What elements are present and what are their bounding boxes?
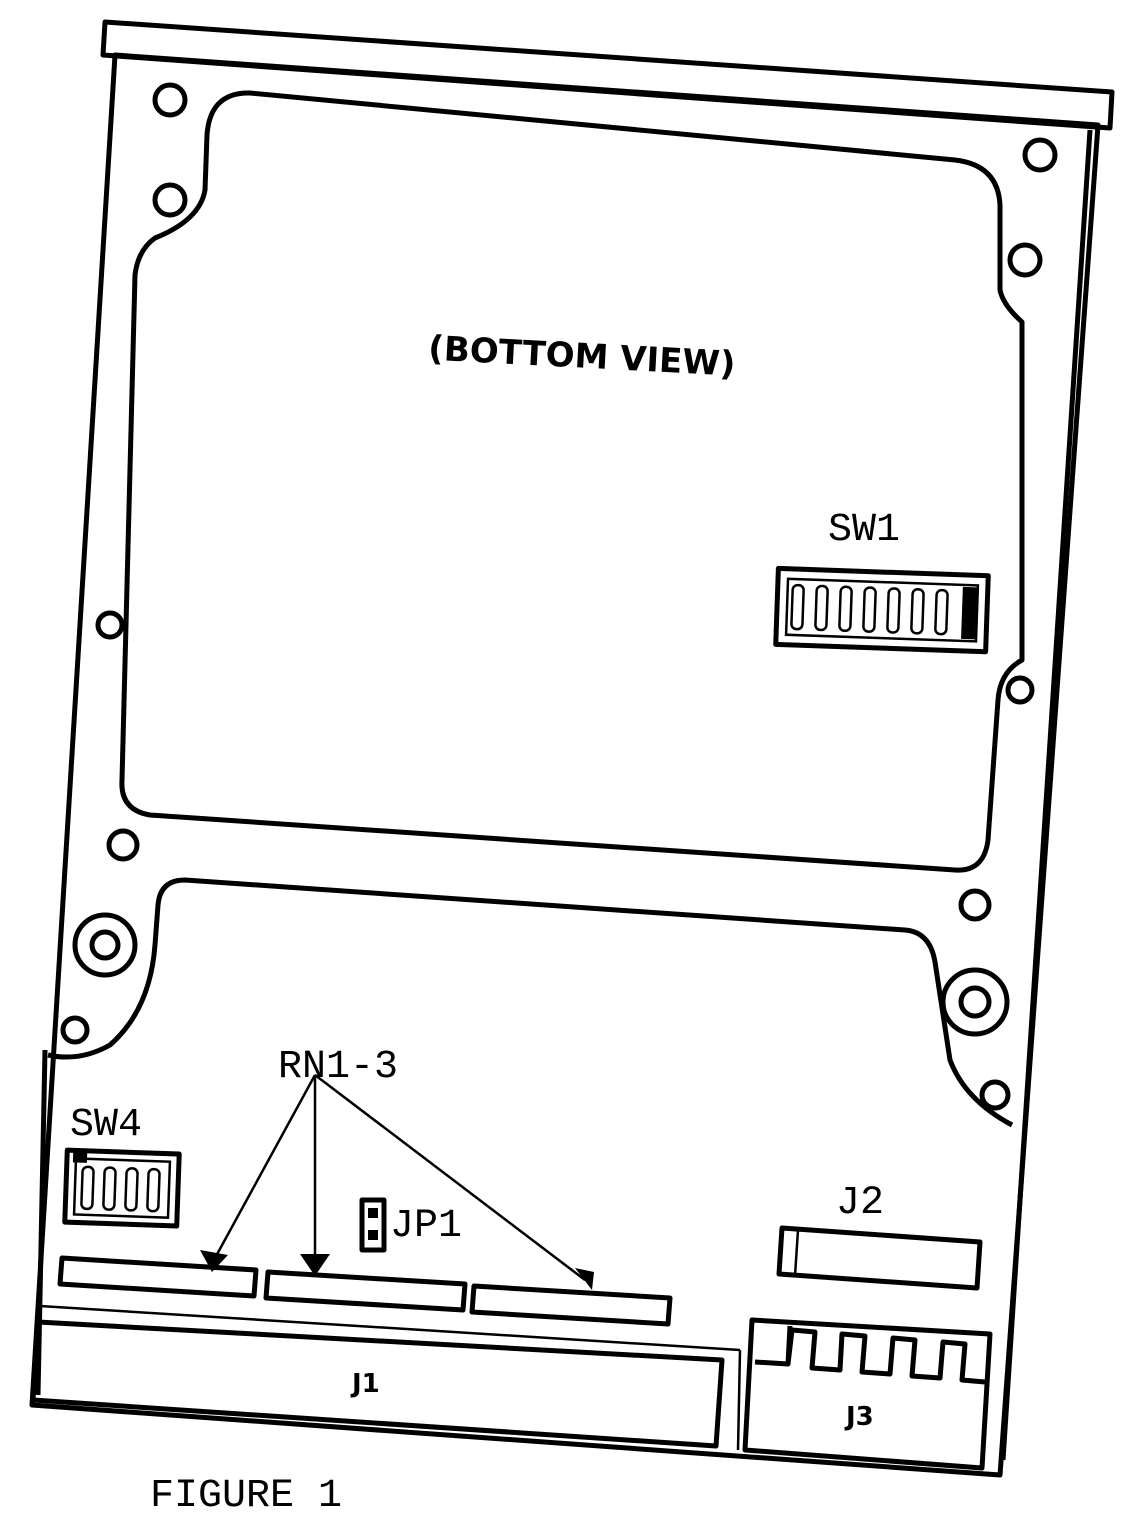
- rn3-resistor-network: [469, 1283, 673, 1327]
- switch-slot: [910, 588, 925, 635]
- switch-slot: [790, 583, 805, 631]
- top-edge-bar: [100, 19, 1115, 131]
- switch-slot: [886, 587, 901, 634]
- figure-caption: FIGURE 1: [150, 1474, 342, 1519]
- rn-label: RN1-3: [278, 1045, 398, 1090]
- j2-label: J2: [836, 1181, 884, 1226]
- j3-connector: [742, 1317, 993, 1471]
- board-right-inner-edge: [1000, 129, 1093, 1461]
- switch-slot: [838, 585, 853, 633]
- j1-label: J1: [350, 1369, 380, 1399]
- mounting-holes: [60, 82, 1058, 1111]
- sw4-label: SW4: [70, 1103, 142, 1148]
- rn2-resistor-network: [263, 1269, 468, 1313]
- switch-slot: [146, 1167, 161, 1213]
- board-outline: [29, 52, 1101, 1478]
- sw4-dip-switch: [62, 1147, 182, 1229]
- rn1-resistor-network: [57, 1255, 259, 1299]
- jp1-jumper: [359, 1197, 387, 1253]
- upper-frame-cutout: [119, 90, 1025, 873]
- sw1-label: SW1: [828, 508, 900, 553]
- lower-frame-cutout: [47, 877, 1014, 1128]
- switch-slot: [814, 584, 829, 632]
- jp1-label: JP1: [390, 1204, 462, 1249]
- switch-slot: [934, 588, 949, 636]
- switch-slot: [80, 1165, 95, 1211]
- j3-label: J3: [844, 1402, 874, 1432]
- switch-slot: [124, 1167, 139, 1212]
- view-label: (BOTTOM VIEW): [427, 329, 736, 385]
- j2-connector: [776, 1225, 983, 1291]
- rn-pointer-arrows: [200, 1074, 594, 1290]
- j1-connector: [30, 1304, 742, 1451]
- switch-slot: [862, 586, 877, 633]
- sw1-dip-switch: [773, 565, 991, 655]
- switch-slot: [102, 1166, 117, 1211]
